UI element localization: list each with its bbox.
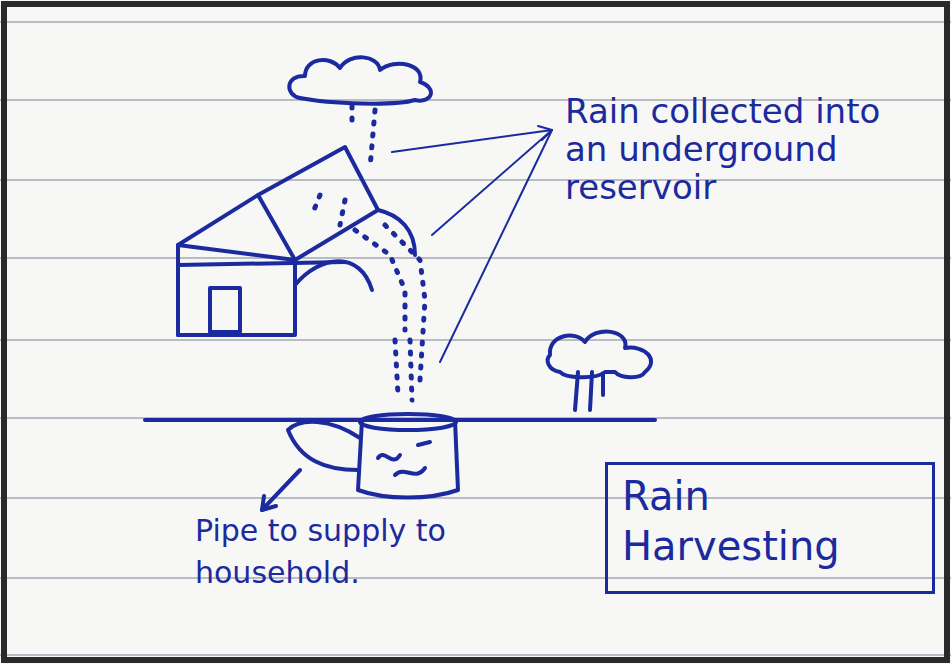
cloud xyxy=(289,57,431,103)
rain-drops xyxy=(312,195,320,215)
rain-drops xyxy=(395,340,398,395)
tree-canopy xyxy=(548,332,651,378)
box-title: Rain Harvesting xyxy=(608,465,896,577)
ground-line xyxy=(145,418,655,422)
house-door xyxy=(210,288,240,332)
ruled-line xyxy=(0,257,951,259)
roof-gutter xyxy=(378,210,415,255)
roof-gutter xyxy=(295,261,372,290)
house-wall xyxy=(178,245,295,335)
tree-trunk xyxy=(575,372,603,410)
title-box: Rain Harvesting xyxy=(605,462,935,594)
ruled-lines xyxy=(0,22,951,655)
annotation-text: Rain collected into an underground reser… xyxy=(565,92,895,206)
ruled-line xyxy=(0,577,951,579)
ruled-line xyxy=(0,654,951,656)
ruled-line xyxy=(0,21,951,23)
supply-pipe xyxy=(288,422,360,470)
arrow-head xyxy=(538,126,552,140)
leader-line xyxy=(392,130,552,362)
water-surface xyxy=(378,442,430,475)
ruled-line xyxy=(0,497,951,499)
rain-drops xyxy=(370,110,375,168)
arrow-head xyxy=(262,496,276,510)
rain-drops xyxy=(340,200,345,225)
underground-tank xyxy=(360,414,456,430)
page-frame xyxy=(4,4,947,660)
rain-drops xyxy=(385,225,425,380)
ruled-line xyxy=(0,339,951,341)
rain-drops xyxy=(355,230,405,330)
rain-drops xyxy=(410,340,412,400)
leader-line xyxy=(262,470,300,510)
ruled-line xyxy=(0,417,951,419)
annotation-text: Pipe to supply to household. xyxy=(195,510,525,594)
rain-drops xyxy=(350,106,355,130)
house-roof xyxy=(178,147,378,335)
ruled-line xyxy=(0,179,951,181)
